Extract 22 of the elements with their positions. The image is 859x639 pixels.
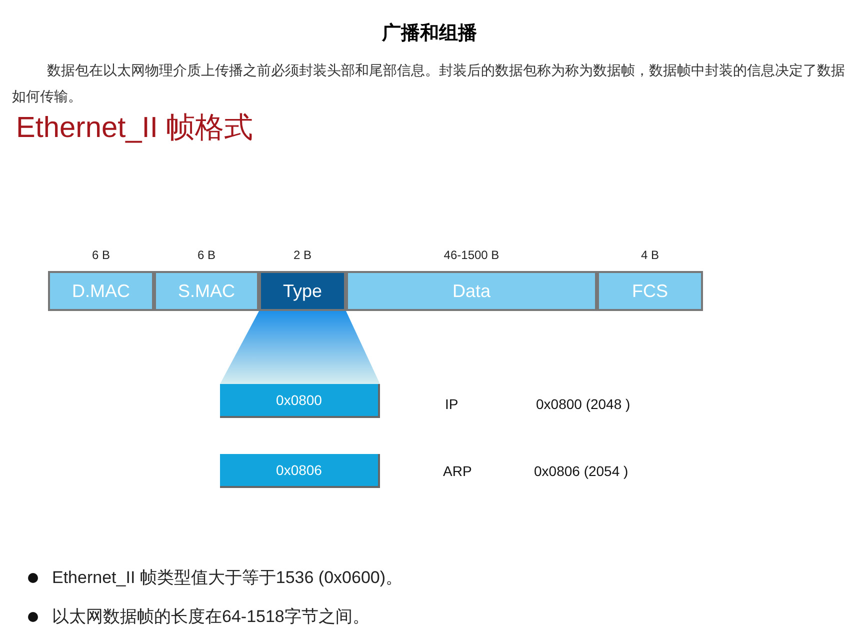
- type-value-box: 0x0800: [220, 384, 380, 418]
- frame-field: D.MAC: [48, 271, 154, 311]
- field-size: 6 B: [198, 248, 216, 262]
- type-value: 0x0800 (2048 ): [536, 396, 630, 412]
- protocol-name: IP: [445, 396, 458, 412]
- field-size: 46-1500 B: [444, 248, 500, 262]
- field-size: 6 B: [92, 248, 110, 262]
- type-value: 0x0806 (2054 ): [534, 463, 628, 479]
- bullet-text: Ethernet_II 帧类型值大于等于1536 (0x0600)。: [52, 567, 403, 589]
- type-value-box: 0x0806: [220, 454, 380, 488]
- field-size: 2 B: [294, 248, 312, 262]
- frame-field: S.MAC: [154, 271, 259, 311]
- bullet-text: 以太网数据帧的长度在64-1518字节之间。: [52, 606, 370, 628]
- frame-field: Type: [259, 271, 346, 311]
- intro-paragraph: 数据包在以太网物理介质上传播之前必须封装头部和尾部信息。封装后的数据包称为称为数据帧，数据帧中封装的信息决定了数据如何传输。: [12, 62, 846, 107]
- frame-field: Data: [346, 271, 597, 311]
- section-heading: Ethernet_II 帧格式: [16, 111, 253, 146]
- protocol-name: ARP: [443, 463, 472, 479]
- zoom-funnel: [220, 311, 380, 384]
- frame-field: FCS: [597, 271, 703, 311]
- page-title: 广播和组播: [380, 21, 478, 46]
- field-size: 4 B: [641, 248, 659, 262]
